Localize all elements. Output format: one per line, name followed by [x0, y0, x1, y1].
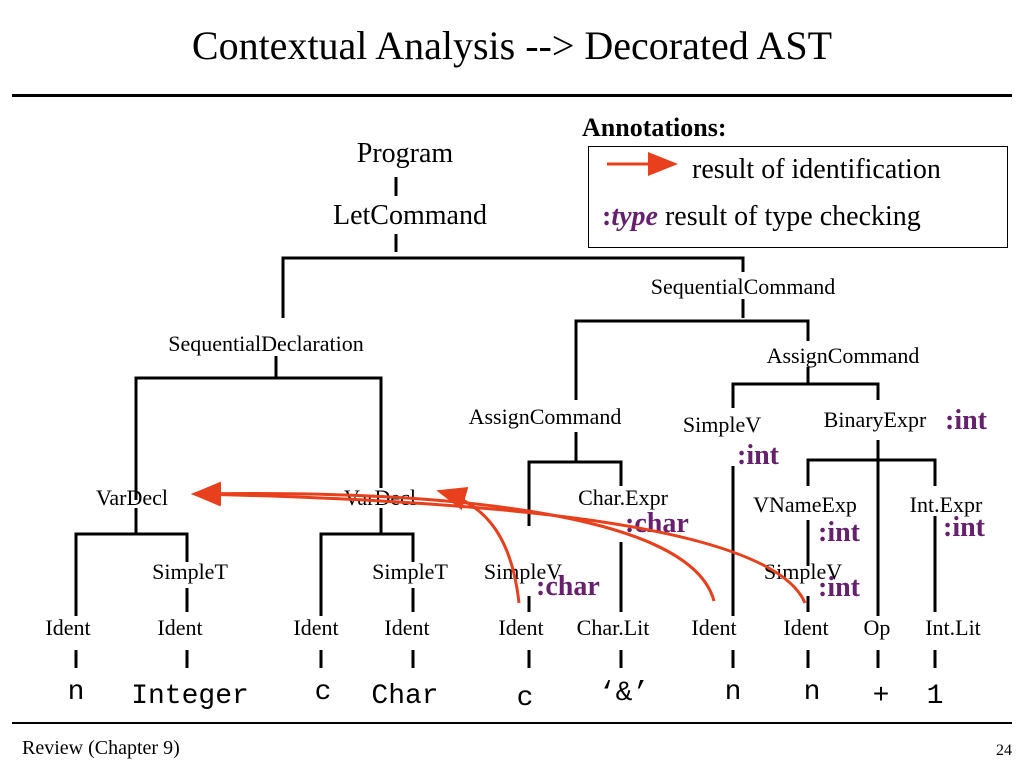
legend-type-row: :type result of type checking: [602, 201, 921, 233]
page-number: 24: [996, 742, 1012, 759]
node-simplet-1: SimpleT: [152, 559, 228, 584]
footer-divider: [12, 722, 1012, 724]
leaf-ampersand: ‘&’: [599, 678, 649, 709]
slide-title: Contextual Analysis --> Decorated AST: [191, 23, 833, 68]
legend-heading: Annotations:: [582, 113, 727, 142]
legend-type-label: result of type checking: [657, 201, 921, 232]
arrow-n-operand-to-vardecl-1: [191, 482, 807, 604]
node-int-expr: Int.Expr: [910, 492, 983, 517]
leaf-char: Char: [371, 681, 438, 712]
annotation-simplev-left-type: :char: [536, 571, 600, 602]
node-ident-3: Ident: [293, 615, 338, 640]
legend-type-word: type: [611, 201, 658, 232]
node-vardecl-1: VarDecl: [96, 485, 168, 510]
tree-edges: [74, 177, 937, 668]
node-vname-exp: VNameExp: [753, 492, 857, 517]
node-ident-2: Ident: [157, 615, 202, 640]
node-char-expr: Char.Expr: [578, 485, 668, 510]
annotation-binary-expr-type: :int: [945, 405, 988, 436]
annotation-char-expr-type: :char: [625, 508, 689, 539]
node-simplet-2: SimpleT: [372, 559, 448, 584]
node-ident-7: Ident: [783, 615, 828, 640]
node-simplev-left: SimpleV: [484, 559, 562, 584]
leaf-n-1: n: [68, 677, 85, 708]
node-ident-1: Ident: [45, 615, 90, 640]
node-binary-expr: BinaryExpr: [824, 407, 927, 432]
node-assign-command-right: AssignCommand: [767, 343, 920, 368]
annotation-simplev-target-type: :int: [737, 440, 780, 471]
leaf-one: 1: [927, 681, 944, 712]
leaf-c-2: c: [517, 683, 534, 714]
node-char-lit: Char.Lit: [577, 615, 650, 640]
leaf-c-1: c: [315, 677, 332, 708]
node-int-lit: Int.Lit: [925, 615, 981, 640]
arrow-c-to-vardecl-2: [436, 486, 521, 604]
node-ident-5: Ident: [498, 615, 543, 640]
node-ident-4: Ident: [384, 615, 429, 640]
annotation-int-expr-type: :int: [943, 512, 986, 543]
leaf-n-3: n: [804, 677, 821, 708]
leaf-n-2: n: [725, 677, 742, 708]
footer-chapter: Review (Chapter 9): [22, 737, 180, 759]
identification-arrows: [191, 481, 807, 604]
legend-identification-label: result of identification: [692, 154, 941, 185]
legend-type-colon: :: [602, 201, 612, 232]
node-simplev-target: SimpleV: [683, 412, 761, 437]
node-ident-6: Ident: [691, 615, 736, 640]
node-assign-command-left: AssignCommand: [469, 404, 622, 429]
annotation-vname-exp-type: :int: [818, 517, 861, 548]
node-sequential-declaration: SequentialDeclaration: [168, 331, 363, 356]
leaf-plus: +: [873, 681, 890, 712]
leaf-integer: Integer: [131, 681, 249, 712]
node-program: Program: [357, 138, 454, 169]
node-op: Op: [864, 615, 891, 640]
annotation-simplev-operand-type: :int: [818, 572, 861, 603]
node-let-command: LetCommand: [333, 200, 487, 231]
legend-box: [588, 146, 1008, 248]
node-sequential-command: SequentialCommand: [651, 274, 836, 299]
title-divider: [12, 94, 1012, 97]
